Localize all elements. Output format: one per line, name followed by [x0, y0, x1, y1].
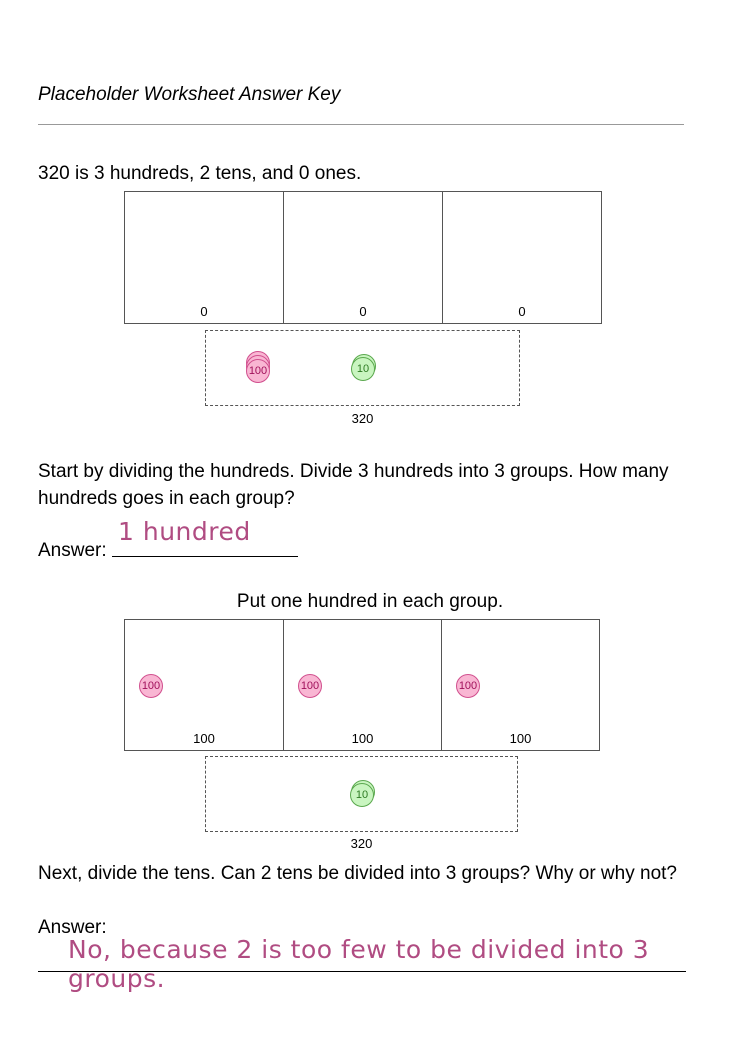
hundred-coin[interactable]: 100 [298, 674, 322, 698]
question-2-answer-label: Answer: [38, 917, 107, 938]
ten-coin[interactable]: 10 [351, 357, 375, 381]
hundred-coin[interactable]: 100 [139, 674, 163, 698]
group-box-3: 0 [442, 191, 602, 324]
hundred-coin-label: 100 [248, 365, 268, 377]
header-divider [38, 124, 684, 125]
ten-coin[interactable]: 10 [350, 783, 374, 807]
group-box-2: 100 100 [283, 619, 442, 751]
answer-1-handwritten: 1 hundred [118, 517, 251, 546]
group-box-label: 100 [509, 731, 532, 746]
ten-coin-label: 10 [355, 789, 369, 801]
group-box-label: 100 [351, 731, 374, 746]
intro-text: 320 is 3 hundreds, 2 tens, and 0 ones. [38, 163, 362, 184]
question-1-text: Start by dividing the hundreds. Divide 3… [38, 461, 669, 509]
pool-area [205, 330, 520, 406]
worksheet-title: Placeholder Worksheet Answer Key [38, 84, 341, 105]
group-box-label: 0 [518, 304, 526, 319]
hundred-coin[interactable]: 100 [246, 359, 270, 383]
hundred-coin-label: 100 [300, 680, 320, 692]
group-box-2: 0 [283, 191, 443, 324]
hundred-coin[interactable]: 100 [456, 674, 480, 698]
question-1-answer-label: Answer: [38, 540, 107, 561]
hundred-coin-label: 100 [141, 680, 161, 692]
answer-2-handwritten: No, because 2 is too few to be divided i… [68, 935, 650, 993]
pool-total-label: 320 [351, 411, 374, 426]
group-box-3: 100 100 [441, 619, 600, 751]
answer-1-line[interactable] [112, 556, 298, 557]
question-2-text: Next, divide the tens. Can 2 tens be div… [38, 863, 677, 884]
group-box-label: 0 [359, 304, 367, 319]
group-box-label: 0 [200, 304, 208, 319]
pool-total-label: 320 [350, 836, 373, 851]
group-box-1: 100 100 [124, 619, 284, 751]
group-box-1: 0 [124, 191, 284, 324]
hundred-coin-label: 100 [458, 680, 478, 692]
group-box-label: 100 [193, 731, 215, 746]
pool-area [205, 756, 518, 832]
ten-coin-label: 10 [356, 363, 370, 375]
answer-2-line[interactable] [38, 971, 686, 972]
instruction-2-text: Put one hundred in each group. [236, 591, 504, 612]
